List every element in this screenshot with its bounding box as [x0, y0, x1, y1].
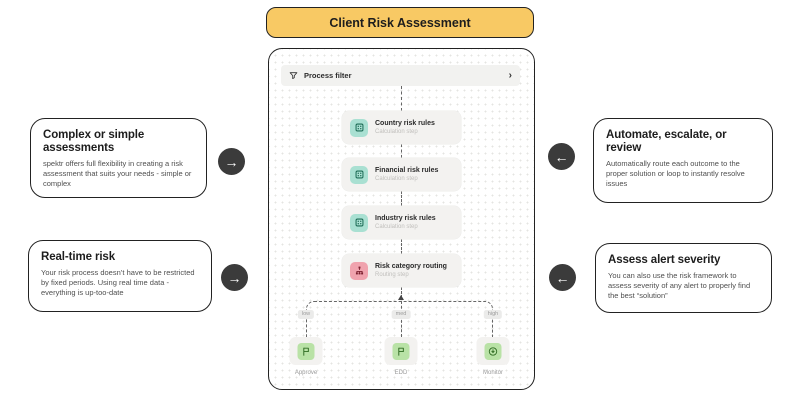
node-subtitle: Calculation step [375, 224, 418, 230]
connector-line [401, 287, 402, 298]
node-financial-risk-rules[interactable]: Financial risk rules Calculation step [342, 158, 461, 191]
node-subtitle: Calculation step [375, 176, 418, 182]
connector-line [401, 144, 402, 158]
flag-icon [392, 342, 410, 360]
callout-body: spektr offers full flexibility in creati… [43, 158, 192, 188]
callout-title: Real-time risk [41, 251, 116, 263]
flow-title: Client Risk Assessment [329, 15, 471, 30]
filter-label: Process filter [304, 71, 352, 80]
filter-icon [289, 71, 298, 80]
outcome-node-approve[interactable] [289, 337, 323, 365]
flag-icon [297, 342, 315, 360]
arrow-glyph: ← [555, 269, 570, 286]
routing-step-icon [350, 261, 368, 280]
outcome-label: EDD [394, 370, 408, 376]
callout-title: Complex or simple assessments [43, 129, 145, 154]
node-title: Industry risk rules [375, 215, 436, 222]
connector-line [401, 239, 402, 254]
arrow-left-icon: ← [549, 264, 576, 291]
connector-line [401, 191, 402, 206]
monitor-icon [484, 342, 502, 360]
arrow-glyph: ← [554, 148, 569, 165]
flow-title-badge: Client Risk Assessment [266, 7, 534, 38]
node-country-risk-rules[interactable]: Country risk rules Calculation step [342, 111, 461, 144]
callout-body: You can also use the risk framework to a… [608, 270, 751, 300]
node-title: Financial risk rules [375, 167, 439, 174]
node-industry-risk-rules[interactable]: Industry risk rules Calculation step [342, 206, 461, 239]
process-canvas: Process filter › Country risk rules Calc… [268, 48, 535, 390]
callout-title: Assess alert severity [608, 254, 721, 266]
arrow-left-icon: ← [548, 143, 575, 170]
callout-title: Automate, escalate, or review [606, 129, 727, 154]
arrow-glyph: → [227, 269, 242, 286]
connector-line [401, 86, 402, 111]
calculation-step-icon [350, 118, 368, 137]
node-subtitle: Calculation step [375, 129, 418, 135]
callout-body: Your risk process doesn’t have to be res… [41, 267, 195, 297]
calculation-step-icon [350, 165, 368, 184]
branch-label-high: high [483, 310, 503, 319]
branch-connector [306, 301, 493, 337]
callout-real-time-risk: Real-time risk Your risk process doesn’t… [28, 240, 212, 312]
arrow-glyph: → [224, 153, 239, 170]
chevron-right-icon: › [508, 69, 512, 81]
node-title: Risk category routing [375, 263, 447, 270]
branch-label-low: low [297, 310, 315, 319]
outcome-label: Approve [294, 370, 318, 376]
callout-assess-alert-severity: Assess alert severity You can also use t… [595, 243, 772, 313]
process-filter-bar[interactable]: Process filter › [281, 65, 520, 86]
outcome-node-monitor[interactable] [476, 337, 510, 365]
callout-body: Automatically route each outcome to the … [606, 158, 745, 188]
calculation-step-icon [350, 213, 368, 232]
callout-automate-escalate-review: Automate, escalate, or review Automatica… [593, 118, 773, 203]
node-risk-category-routing[interactable]: Risk category routing Routing step [342, 254, 461, 287]
arrow-right-icon: → [218, 148, 245, 175]
arrow-right-icon: → [221, 264, 248, 291]
node-title: Country risk rules [375, 120, 435, 127]
connector-line [401, 301, 402, 337]
node-subtitle: Routing step [375, 272, 409, 278]
outcome-node-edd[interactable] [384, 337, 418, 365]
outcome-label: Monitor [482, 370, 504, 376]
branch-label-med: med [391, 310, 411, 319]
callout-complex-or-simple: Complex or simple assessments spektr off… [30, 118, 207, 198]
arrowhead-icon [397, 295, 404, 300]
